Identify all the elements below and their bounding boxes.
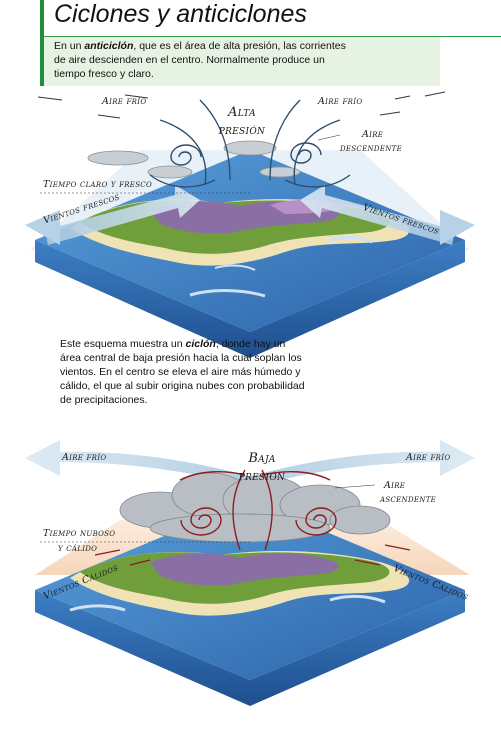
- intro-pre: En un: [54, 40, 85, 52]
- top-air-leader: [317, 134, 341, 141]
- bottom-land-mountains: [150, 553, 339, 586]
- top-right-wind-arrow: [300, 185, 455, 245]
- bottom-left-outflow-arrow: [25, 440, 255, 488]
- top-diagram: [25, 91, 475, 358]
- top-slab-side: [35, 240, 465, 358]
- middle-term: ciclón: [185, 338, 216, 350]
- bottom-air-motion-2: ascendente: [380, 494, 437, 505]
- top-wave-1: [189, 289, 266, 298]
- bottom-weather-label-1: Tiempo nuboso: [43, 528, 116, 539]
- top-left-arrow-head: [25, 210, 60, 245]
- bottom-center-label: Baja presión: [232, 450, 292, 486]
- top-left-wind-arrow: [45, 185, 200, 245]
- intro-text: En un anticiclón, que es el área de alta…: [54, 39, 354, 81]
- top-center-label-2: presión: [218, 123, 266, 138]
- intro-box: En un anticiclón, que es el área de alta…: [40, 37, 440, 86]
- bottom-left-arrow-label: Aire frío: [62, 452, 107, 463]
- middle-post: , donde hay un área central de baja pres…: [60, 338, 305, 406]
- bottom-wave-1: [69, 604, 126, 612]
- bottom-center-label-1: Baja: [248, 451, 276, 466]
- intro-term: anticiclón: [84, 40, 134, 52]
- top-right-wind-label: Aire frío: [318, 96, 363, 107]
- top-small-arrows: [37, 91, 446, 119]
- top-air-motion-1: Aire: [362, 129, 384, 140]
- page-title: Ciclones y anticiclones: [54, 0, 307, 28]
- top-wave-2: [329, 236, 373, 244]
- top-center-label-1: Alta: [228, 105, 256, 120]
- top-spirals: [149, 99, 351, 188]
- bottom-center-label-2: presión: [238, 469, 286, 484]
- bottom-right-outflow-arrow: [245, 440, 475, 488]
- bottom-slab-side: [35, 590, 465, 706]
- bottom-storm-cloud: [119, 472, 391, 543]
- top-center-label: Alta presión: [212, 104, 272, 140]
- bottom-diagram: [25, 440, 475, 706]
- bottom-wave-2: [329, 594, 386, 604]
- bottom-warm-arrows: [94, 544, 411, 566]
- middle-pre: Este esquema muestra un: [60, 338, 186, 350]
- bottom-weather-label-2: y cálido: [58, 543, 98, 554]
- top-weather-label: Tiempo claro y fresco: [43, 179, 153, 190]
- top-air-motion-2: descendente: [340, 143, 403, 154]
- title-bar: [40, 0, 501, 37]
- middle-description: Este esquema muestra un ciclón, donde ha…: [60, 337, 305, 407]
- top-wave-3: [214, 264, 256, 271]
- top-right-arrow-head: [440, 210, 475, 245]
- intro-post: , que es el área de alta presión, las co…: [54, 40, 346, 80]
- bottom-air-leader: [334, 484, 376, 489]
- top-left-wind-label: Aire frío: [102, 96, 147, 107]
- bottom-air-motion-1: Aire: [384, 480, 406, 491]
- bottom-spirals: [179, 469, 337, 551]
- bottom-right-arrow-label: Aire frío: [406, 452, 451, 463]
